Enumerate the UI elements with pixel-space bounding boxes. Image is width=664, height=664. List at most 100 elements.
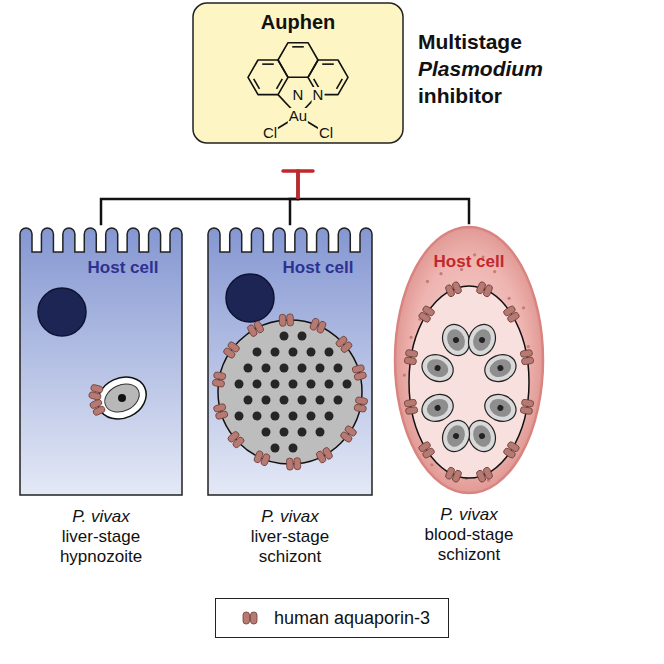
aquaporin-subunit [503,447,517,459]
host-cell: Host cellP. vivaxblood-stage schizont [395,227,543,493]
stage-caption: P. vivaxblood-stage schizont [403,505,535,565]
merozoite-core [487,396,514,420]
speckle [403,373,406,376]
stage-name: liver-stage hypnozoite [35,527,167,567]
liver-schizont [218,320,362,464]
speckle [430,463,433,466]
aquaporin-subunit [315,450,326,464]
aquaporin-subunit [354,404,367,412]
merozoite-nucleus [280,332,289,341]
atom-label: N [312,87,325,103]
double-bond [262,63,274,65]
aquaporin-icon [309,317,327,334]
aquaporin-subunit [89,398,103,409]
aquaporin-icon [253,450,271,467]
merozoite-nucleus [289,380,298,389]
merozoite-nucleus [334,396,343,405]
speckle [426,280,429,283]
merozoite-nucleus [496,404,504,412]
aquaporin-subunit [521,357,534,365]
aquaporin-subunit [422,305,436,317]
aquaporin-icon [354,397,368,413]
speckle [508,297,511,300]
aquaporin-icon [335,335,353,353]
aquaporin-icon [418,305,436,323]
aquaporin-icon [223,341,241,359]
merozoite-core [470,423,494,450]
merozoite-core [444,423,468,450]
aquaporin-icon [418,441,436,459]
merozoite-nucleus [280,364,289,373]
speckle [409,336,412,339]
aquaporin-subunit [213,403,226,413]
aquaporin-subunit [405,406,418,414]
merozoite-nucleus [244,396,253,405]
title-text: Plasmodium [418,57,543,81]
hypnozoite [100,379,144,418]
merozoite-body [418,390,458,426]
aquaporin-icon [315,447,333,464]
merozoite [481,390,521,426]
aquaporin-icon [445,466,463,483]
aquaporin-icon [247,320,265,337]
double-bond [292,46,304,48]
aquaporin-subunit [355,397,368,405]
aquaporin-subunit [405,349,418,357]
aquaporin-subunit [404,399,417,407]
aquaporin-subunit [294,458,301,470]
merozoite-core [444,327,468,354]
double-bond [337,79,343,89]
auphen-structure [248,43,348,133]
aquaporin-subunit [212,379,225,387]
hepatocyte [208,228,372,495]
merozoite-nucleus [343,380,352,389]
merozoite-nucleus [280,396,289,405]
merozoite-nucleus [271,380,280,389]
aquaporin-subunit [521,399,534,407]
merozoite-nucleus [271,348,280,357]
host-cell-label: Host cell [434,252,505,272]
merozoite-nucleus [316,428,325,437]
merozoite-nucleus [271,412,280,421]
atom-label: Cl [262,125,278,141]
aquaporin-subunit [340,431,354,443]
merozoite-body [438,416,474,456]
merozoite-body [481,390,521,426]
double-bond [322,63,334,65]
merozoite-nucleus [478,336,486,344]
aquaporin-subunit [404,357,417,365]
host-cell-label: Host cell [88,258,159,278]
merozoite-nucleus [235,380,244,389]
aquaporin-subunit [476,469,487,483]
merozoite-nucleus [325,348,334,357]
aquaporin-icon [243,612,257,624]
speckle [439,272,442,275]
aquaporin-icon [213,403,228,420]
merozoite-nucleus [289,412,298,421]
aquaporin-subunit [243,612,250,624]
double-bond [254,79,260,89]
host-cells [20,227,543,495]
aquaporin-subunit [507,311,521,323]
aquaporin-subunit [316,320,327,334]
species-name: P. vivax [35,507,167,527]
aquaporin-icon [352,364,367,381]
merozoite [464,320,500,360]
aquaporin-subunit [520,349,533,357]
atom-label: N [292,87,305,103]
aquaporin-subunit [213,372,226,380]
merozoite-nucleus [452,432,460,440]
merozoite-nucleus [253,348,262,357]
aquaporin-subunit [452,281,463,295]
merozoite [418,350,458,386]
aquaporin-icon [476,281,494,298]
inhibition-connector [290,171,298,224]
species-name: P. vivax [403,505,535,525]
merozoite-nucleus [262,428,271,437]
merozoite-nucleus [244,364,253,373]
aquaporin-icon [279,314,294,327]
aquaporin-icon [286,458,301,471]
merozoite-core [424,396,451,420]
merozoite-nucleus [307,412,316,421]
speckle [527,345,530,348]
